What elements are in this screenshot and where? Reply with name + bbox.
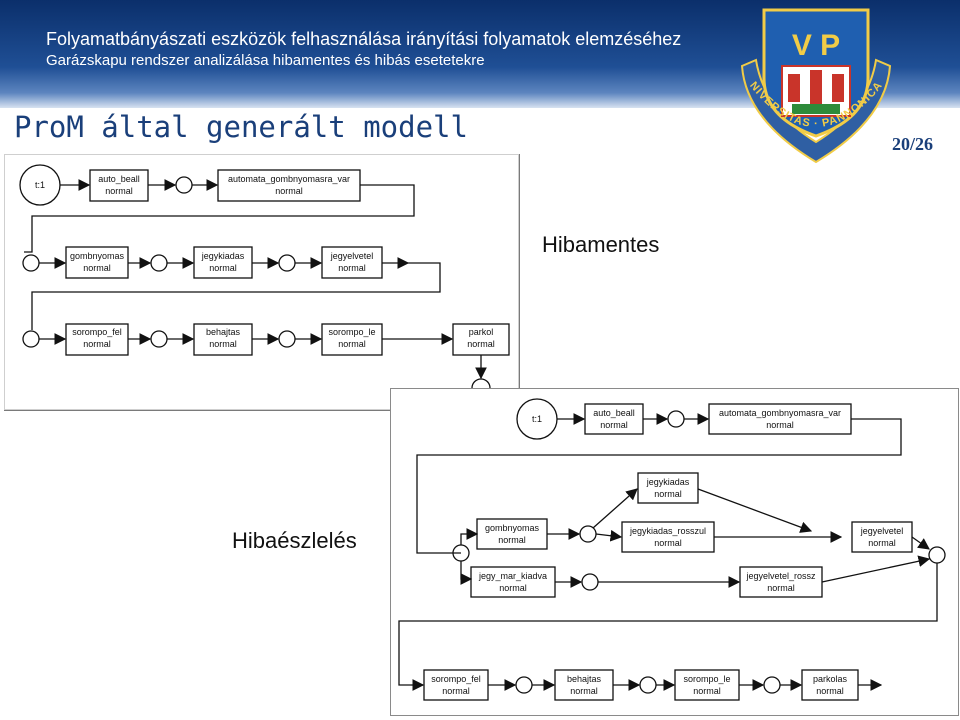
transition-type: normal: [442, 686, 470, 696]
transition-name: auto_beall: [593, 408, 635, 418]
transition-type: normal: [766, 420, 794, 430]
university-crest-logo: V P UNIVERSITAS · PANNONICA ·: [736, 0, 892, 164]
label-error-detection: Hibaészlelés: [232, 528, 357, 553]
place: [579, 525, 597, 543]
transition-type: normal: [654, 538, 682, 548]
transition-type: normal: [498, 535, 526, 545]
place: [22, 254, 40, 272]
transition-type: normal: [209, 339, 237, 349]
transition-name: parkolas: [813, 674, 848, 684]
transition-type: normal: [83, 339, 111, 349]
transition-name: sorompo_fel: [431, 674, 481, 684]
transition-name: auto_beall: [98, 174, 140, 184]
transition-type: normal: [83, 263, 111, 273]
transition-name: jegykiadas_rosszul: [629, 526, 706, 536]
transition-type: normal: [338, 339, 366, 349]
transition-name: automata_gombnyomasra_var: [719, 408, 841, 418]
start-label: t:1: [35, 180, 45, 190]
header-title: Folyamatbányászati eszközök felhasználás…: [46, 29, 682, 49]
transition-name: parkol: [469, 327, 494, 337]
model-panel-error-free: t:1 auto_beall normal automata_gombnyoma…: [4, 154, 520, 411]
transition-name: gombnyomas: [70, 251, 125, 261]
transition-type: normal: [816, 686, 844, 696]
start-label: t:1: [532, 414, 542, 424]
transition-name: automata_gombnyomasra_var: [228, 174, 350, 184]
place: [581, 573, 599, 591]
place: [150, 330, 168, 348]
transition-name: jegy_mar_kiadva: [478, 571, 547, 581]
transition-name: sorompo_le: [683, 674, 730, 684]
model-panel-error-detection: t:1 auto_beall normal automata_gombnyoma…: [390, 388, 959, 716]
transition-type: normal: [105, 186, 133, 196]
transition-type: normal: [338, 263, 366, 273]
place: [278, 330, 296, 348]
transition-name: behajtas: [567, 674, 602, 684]
transition-type: normal: [600, 420, 628, 430]
transition-node: [637, 472, 699, 504]
transition-type: normal: [209, 263, 237, 273]
transition-name: jegykiadas: [646, 477, 690, 487]
slide-number: 20/26: [892, 134, 934, 154]
header-subtitle: Garázskapu rendszer analizálása hibament…: [46, 52, 485, 69]
transition-type: normal: [693, 686, 721, 696]
transition-type: normal: [499, 583, 527, 593]
place: [639, 676, 657, 694]
petri-net-error-detection: t:1 auto_beall normal automata_gombnyoma…: [398, 398, 946, 701]
page-title: ProM által generált modell: [14, 110, 468, 144]
place: [278, 254, 296, 272]
transition-name: jegykiadas: [201, 251, 245, 261]
petri-net-error-free: t:1 auto_beall normal automata_gombnyoma…: [19, 164, 510, 398]
transition-type: normal: [570, 686, 598, 696]
place: [175, 176, 193, 194]
place: [515, 676, 533, 694]
transition-name: gombnyomas: [485, 523, 540, 533]
place: [763, 676, 781, 694]
transition-name: jegyelvetel_rossz: [745, 571, 816, 581]
transition-type: normal: [868, 538, 896, 548]
transition-type: normal: [275, 186, 303, 196]
transition-type: normal: [467, 339, 495, 349]
crest-initials: V P: [792, 29, 840, 62]
transition-name: behajtas: [206, 327, 241, 337]
place: [150, 254, 168, 272]
transition-type: normal: [767, 583, 795, 593]
place: [22, 330, 40, 348]
transition-name: jegyelvetel: [860, 526, 904, 536]
place: [667, 410, 685, 428]
place: [928, 546, 946, 564]
transition-name: sorompo_fel: [72, 327, 122, 337]
label-error-free: Hibamentes: [542, 232, 660, 257]
transition-type: normal: [654, 489, 682, 499]
transition-name: jegyelvetel: [330, 251, 374, 261]
transition-name: sorompo_le: [328, 327, 375, 337]
